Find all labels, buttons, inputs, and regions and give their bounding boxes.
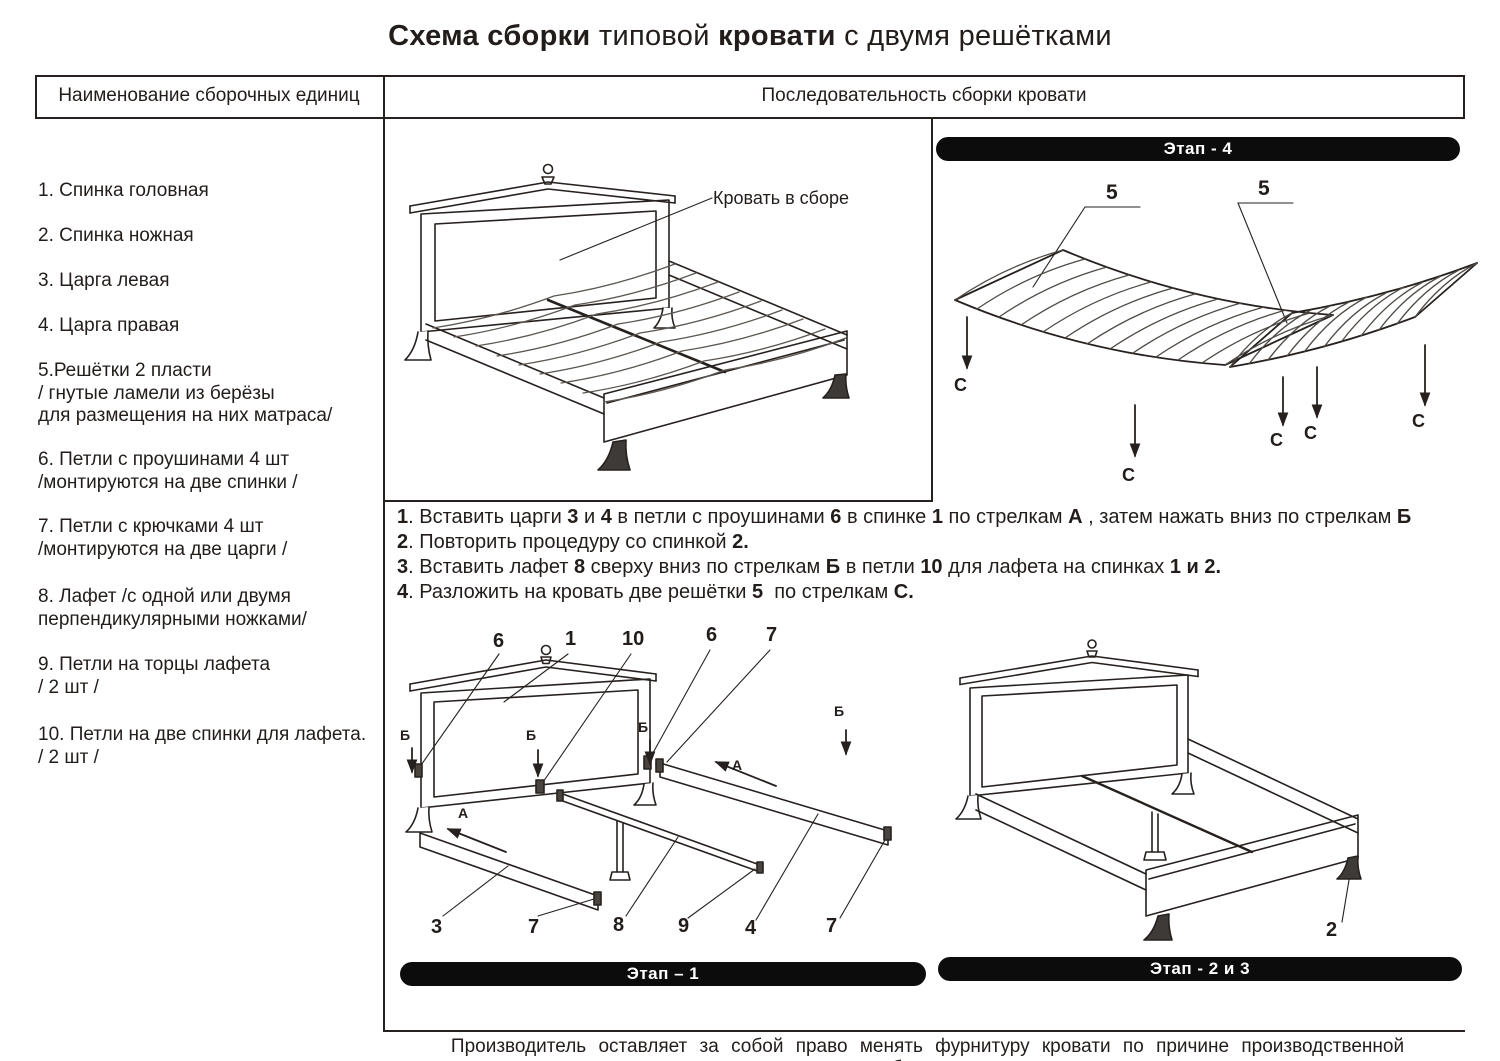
part-item-4: 4. Царга правая: [38, 315, 180, 336]
stage1-arrow-letter-a: А: [732, 757, 743, 773]
instruction-4: 4. Разложить на кровать две решётки 5 по…: [397, 581, 914, 603]
part-item-9: 9. Петли на торцы лафета/ 2 шт /: [38, 654, 271, 698]
stage1-part-label: 3: [431, 916, 443, 938]
stage4-arrow-letter: С: [954, 375, 967, 395]
assembled-box-right-line: [931, 117, 933, 502]
part-item-2: 2. Спинка ножная: [38, 225, 194, 246]
right-edge-tick: [1463, 75, 1465, 119]
stage1-arrow-letter-b: Б: [400, 727, 411, 743]
stage1-drawing: [405, 644, 892, 921]
stage1-arrow-letter-a: А: [458, 805, 469, 821]
stage4-arrow-letter: С: [1270, 430, 1283, 450]
instruction-3: 3. Вставить лафет 8 сверху вниз по стрел…: [397, 556, 1222, 578]
stage1-part-label: 6: [493, 630, 505, 652]
stage1-part-label: 9: [678, 915, 690, 937]
part-item-1: 1. Спинка головная: [38, 180, 209, 201]
part-item-5: 5.Решётки 2 пласти/ гнутые ламели из бер…: [38, 360, 333, 426]
stage1-part-label: 6: [706, 624, 718, 646]
stage1-part-label: 7: [826, 915, 838, 937]
stage1-badge: Этап – 1: [400, 962, 926, 986]
stage4-grid-label: 5: [1258, 177, 1270, 200]
rule-under-title: [35, 75, 1465, 77]
stage23-badge: Этап - 2 и 3: [938, 957, 1462, 981]
stage1-arrow-letter-b: Б: [526, 727, 537, 743]
stage1-arrow-letter-b: Б: [638, 719, 649, 735]
parts-column-header: Наименование сборочных единиц: [58, 85, 360, 106]
part-item-6: 6. Петли с проушинами 4 шт/монтируются н…: [38, 449, 298, 493]
part-item-3: 3. Царга левая: [38, 270, 170, 291]
stage4-badge: Этап - 4: [936, 137, 1460, 161]
sequence-column-header: Последовательность сборки кровати: [761, 85, 1087, 106]
rule-under-headers: [35, 117, 1465, 119]
stage4-drawing: [954, 202, 1478, 458]
stage1-part-label: 10: [622, 628, 645, 650]
stage1-part-label: 7: [766, 624, 778, 646]
stage1-part-label: 4: [745, 917, 757, 939]
instruction-2: 2. Повторить процедуру со спинкой 2.: [397, 531, 749, 553]
instruction-1: 1. Вставить царги 3 и 4 в петли с проуши…: [397, 506, 1412, 528]
assembled-bed-callout: Кровать в сборе: [713, 188, 850, 208]
stage4-arrow-letter: С: [1304, 423, 1317, 443]
part-item-10: 10. Петли на две спинки для лафета./ 2 ш…: [38, 724, 367, 768]
left-edge-tick: [35, 75, 37, 119]
stage4-arrow-letter: С: [1412, 411, 1425, 431]
rule-above-footer: [383, 1030, 1465, 1032]
part-item-7: 7. Петли с крючками 4 шт/монтируются на …: [38, 516, 288, 560]
stage4-grid-label: 5: [1106, 181, 1118, 204]
stage1-arrow-letter-b: Б: [834, 703, 845, 719]
stage1-part-label: 7: [528, 916, 540, 938]
stage23-part-label: 2: [1326, 919, 1338, 941]
stage4-arrow-letter: С: [1122, 465, 1135, 485]
main-column-divider: [383, 75, 385, 1032]
stage1-part-label: 8: [613, 914, 625, 936]
stage1-part-label: 1: [565, 628, 577, 650]
page-title: Схема сборки типовой кровати с двумя реш…: [388, 20, 1112, 52]
assembled-bed-drawing: [404, 163, 850, 471]
footer-note: Производитель оставляет за собой право м…: [450, 1036, 1405, 1061]
stage23-drawing: [955, 639, 1362, 941]
assembled-box-bottom-line: [383, 500, 933, 502]
